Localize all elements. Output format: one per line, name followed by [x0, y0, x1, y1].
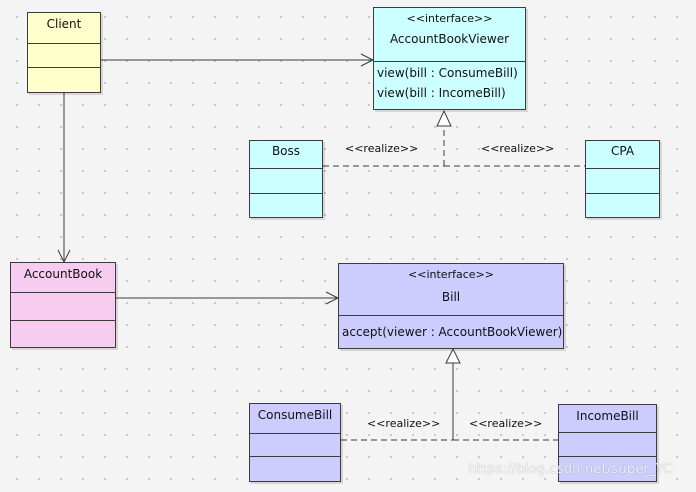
- class-consumebill-attributes: [250, 434, 340, 457]
- class-accountbook[interactable]: AccountBook: [10, 262, 116, 348]
- class-incomebill-attributes: [559, 433, 656, 457]
- interface-bill-name: Bill: [441, 290, 461, 304]
- operation-view-incomebill: view(bill : IncomeBill): [377, 86, 506, 100]
- interface-accountbookviewer-operations: view(bill : ConsumeBill) view(bill : Inc…: [374, 62, 525, 104]
- bill-realize-triangle: [445, 347, 461, 364]
- operation-view-consumebill: view(bill : ConsumeBill): [377, 66, 518, 80]
- interface-accountbookviewer-stereotype: <<interface>>: [406, 12, 493, 25]
- class-client-name-compartment: Client: [28, 13, 100, 44]
- class-client-operations: [28, 68, 100, 92]
- boss-realize-label: <<realize>>: [345, 142, 419, 155]
- viewer-realize-triangle: [436, 109, 452, 127]
- class-cpa-attributes: [586, 169, 659, 194]
- watermark-text: https://blog.csdn.net/super_YC: [468, 462, 673, 477]
- interface-bill-name-compartment: <<interface>> Bill: [339, 264, 563, 316]
- incomebill-realize-label: <<realize>>: [469, 417, 543, 430]
- class-consumebill[interactable]: ConsumeBill: [249, 403, 341, 482]
- class-boss-name-compartment: Boss: [250, 141, 322, 169]
- cpa-realize-label: <<realize>>: [481, 142, 555, 155]
- class-accountbook-name: AccountBook: [23, 267, 103, 281]
- class-client-attributes: [28, 44, 100, 69]
- class-boss[interactable]: Boss: [249, 140, 323, 218]
- interface-accountbookviewer[interactable]: <<interface>> AccountBookViewer view(bil…: [373, 7, 526, 110]
- consumebill-realize-label: <<realize>>: [367, 417, 441, 430]
- class-boss-attributes: [250, 169, 322, 194]
- class-client-name: Client: [46, 17, 82, 31]
- class-consumebill-name-compartment: ConsumeBill: [250, 404, 340, 434]
- interface-bill[interactable]: <<interface>> Bill accept(viewer : Accou…: [338, 263, 564, 349]
- class-consumebill-name: ConsumeBill: [257, 408, 333, 422]
- operation-accept: accept(viewer : AccountBookViewer): [342, 325, 563, 339]
- interface-bill-operations: accept(viewer : AccountBookViewer): [339, 316, 563, 345]
- class-cpa[interactable]: CPA: [585, 140, 660, 218]
- interface-accountbookviewer-name-compartment: <<interface>> AccountBookViewer: [374, 8, 525, 62]
- class-accountbook-name-compartment: AccountBook: [11, 263, 115, 293]
- interface-bill-stereotype: <<interface>>: [408, 268, 494, 281]
- class-incomebill-name: IncomeBill: [576, 409, 639, 423]
- class-boss-name: Boss: [271, 144, 301, 158]
- interface-accountbookviewer-name: AccountBookViewer: [389, 32, 510, 46]
- class-accountbook-attributes: [11, 293, 115, 321]
- class-cpa-name: CPA: [610, 144, 635, 158]
- class-cpa-name-compartment: CPA: [586, 141, 659, 169]
- class-incomebill-name-compartment: IncomeBill: [559, 405, 656, 433]
- class-client[interactable]: Client: [27, 12, 101, 93]
- class-incomebill[interactable]: IncomeBill: [558, 404, 657, 482]
